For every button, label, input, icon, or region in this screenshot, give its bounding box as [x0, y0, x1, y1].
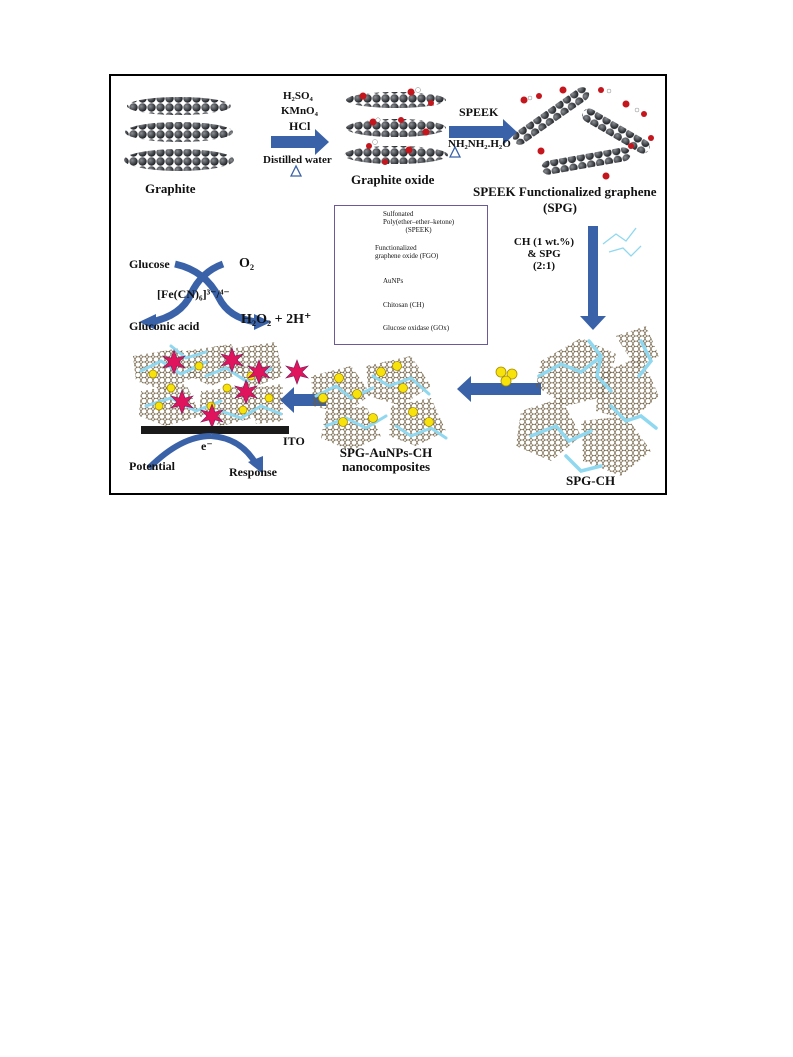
spg-title-line1: SPEEK Functionalized graphene: [473, 184, 657, 199]
graphite-oxide-label: Graphite oxide: [351, 172, 435, 187]
products-label: H₂O₂ + 2H⁺: [241, 312, 312, 327]
reagent-h2so4: H₂SO₄: [283, 90, 313, 102]
process-arrows: [271, 119, 606, 413]
spg-sheets: [512, 86, 654, 180]
composite-label: SPG-AuNPs-CH nanocomposites: [339, 445, 433, 475]
speek-reagent-label: SPEEK: [459, 105, 499, 119]
electron-label: e⁻: [201, 439, 213, 453]
reaction-cycle: [139, 260, 271, 330]
mediator-label: [Fe(CN)₆]³⁻/⁴⁻: [157, 287, 230, 301]
spg-ch-assembly: [516, 326, 659, 476]
reduction-reagent-label: NH₂NH₂.H₂O: [448, 138, 511, 150]
legend-aunps-label: AuNPs: [383, 277, 404, 285]
aunp-cluster: [495, 366, 518, 387]
legend-gox-label: Glucose oxidase (GOx): [383, 324, 450, 332]
graphite-layers: [124, 97, 234, 171]
spg-title-line2: (SPG): [543, 200, 577, 215]
bioelectrode: [133, 342, 309, 474]
heat-symbols: [289, 145, 462, 177]
schematic-artwork: [124, 86, 659, 476]
glucose-label: Glucose: [129, 257, 170, 271]
chitosan-sample: [602, 227, 642, 257]
legend-chitosan-label: Chitosan (CH): [383, 301, 425, 309]
reagent-kmno4: KMnO₄: [281, 105, 318, 117]
spg-ch-label: SPG-CH: [566, 473, 616, 488]
legend-box: [334, 205, 488, 345]
reagent-hcl: HCl: [289, 119, 311, 133]
oxygen-label: O₂: [239, 256, 255, 271]
graphite-oxide-layers: [344, 87, 448, 165]
composite-assembly: [311, 356, 448, 451]
potential-label: Potential: [129, 459, 175, 473]
response-label: Response: [229, 465, 278, 479]
distilled-water-label: Distilled water: [263, 154, 332, 166]
gluconic-acid-label: Gluconic acid: [129, 319, 200, 333]
ch-ratio-label: CH (1 wt.%) & SPG (2:1): [513, 236, 575, 273]
graphite-label: Graphite: [145, 181, 196, 196]
ito-label: ITO: [283, 434, 305, 448]
